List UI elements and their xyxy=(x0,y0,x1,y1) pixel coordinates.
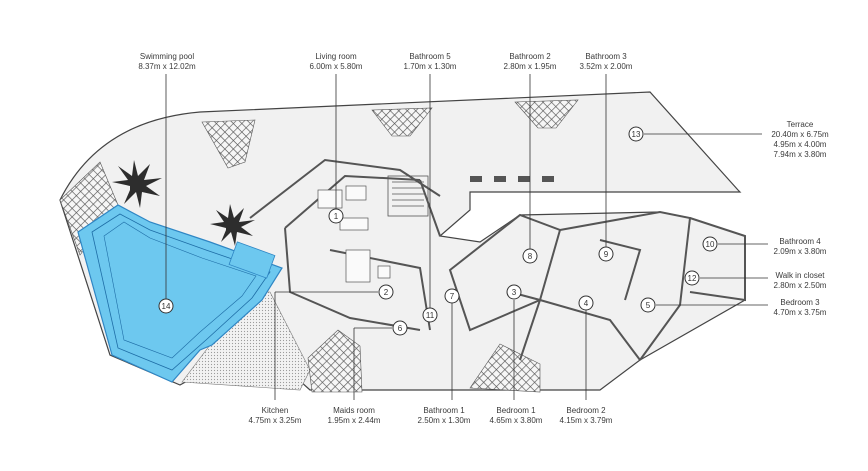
room-name: Bedroom 2 xyxy=(566,406,606,415)
room-dimensions: 8.37m x 12.02m xyxy=(138,62,196,71)
room-dimensions: 4.65m x 3.80m xyxy=(489,416,543,425)
room-dimensions: 7.94m x 3.80m xyxy=(773,150,827,159)
room-dimensions: 2.80m x 1.95m xyxy=(503,62,557,71)
label-bedroom-2: Bedroom 2 4.15m x 3.79m xyxy=(560,406,613,426)
leader-lines xyxy=(165,74,768,400)
room-name: Bathroom 4 xyxy=(779,237,821,246)
room-name: Bathroom 1 xyxy=(423,406,465,415)
svg-text:8: 8 xyxy=(528,252,533,261)
label-terrace: Terrace 20.40m x 6.75m 4.95m x 4.00m 7.9… xyxy=(771,120,828,160)
room-name: Bedroom 3 xyxy=(780,298,820,307)
room-marker-1: 1 xyxy=(328,208,344,224)
room-marker-6: 6 xyxy=(392,320,408,336)
label-bathroom-2: Bathroom 2 2.80m x 1.95m xyxy=(504,52,557,72)
label-swimming-pool: Swimming pool 8.37m x 12.02m xyxy=(138,52,195,72)
svg-text:14: 14 xyxy=(162,302,171,311)
svg-text:3: 3 xyxy=(512,288,517,297)
room-marker-14: 14 xyxy=(158,298,174,314)
room-marker-3: 3 xyxy=(506,284,522,300)
room-dimensions: 3.52m x 2.00m xyxy=(579,62,633,71)
svg-text:12: 12 xyxy=(688,274,697,283)
room-marker-7: 7 xyxy=(444,288,460,304)
label-kitchen: Kitchen 4.75m x 3.25m xyxy=(249,406,302,426)
room-dimensions: 2.09m x 3.80m xyxy=(773,247,827,256)
label-bathroom-5: Bathroom 5 1.70m x 1.30m xyxy=(404,52,457,72)
room-name: Terrace xyxy=(786,120,814,129)
room-name: Living room xyxy=(315,52,357,61)
room-dimensions: 2.80m x 2.50m xyxy=(773,281,827,290)
room-dimensions: 6.00m x 5.80m xyxy=(309,62,363,71)
room-marker-8: 8 xyxy=(522,248,538,264)
room-dimensions: 1.95m x 2.44m xyxy=(327,416,381,425)
room-dimensions: 4.70m x 3.75m xyxy=(773,308,827,317)
label-bedroom-3: Bedroom 3 4.70m x 3.75m xyxy=(774,298,827,318)
room-name: Bedroom 1 xyxy=(496,406,536,415)
room-dimensions: 4.15m x 3.79m xyxy=(559,416,613,425)
staircase xyxy=(387,175,429,217)
room-name: Maids room xyxy=(333,406,375,415)
room-name: Bathroom 2 xyxy=(509,52,551,61)
room-marker-2: 2 xyxy=(378,284,394,300)
svg-text:13: 13 xyxy=(632,130,641,139)
svg-text:9: 9 xyxy=(604,250,609,259)
room-marker-9: 9 xyxy=(598,246,614,262)
room-marker-13: 13 xyxy=(628,126,644,142)
swimming-pool-shape xyxy=(77,204,283,383)
planters xyxy=(59,99,579,393)
room-name: Bathroom 3 xyxy=(585,52,627,61)
svg-text:2: 2 xyxy=(384,288,389,297)
svg-text:5: 5 xyxy=(646,301,651,310)
room-marker-11: 11 xyxy=(422,307,438,323)
label-bathroom-3: Bathroom 3 3.52m x 2.00m xyxy=(580,52,633,72)
room-name: Swimming pool xyxy=(139,52,195,61)
terrace-planters xyxy=(470,176,554,182)
svg-text:1: 1 xyxy=(334,212,339,221)
room-marker-12: 12 xyxy=(684,270,700,286)
room-marker-5: 5 xyxy=(640,297,656,313)
room-name: Walk in closet xyxy=(775,271,825,280)
label-living-room: Living room 6.00m x 5.80m xyxy=(310,52,363,72)
svg-text:7: 7 xyxy=(450,292,455,301)
svg-text:11: 11 xyxy=(426,311,435,320)
room-name: Bathroom 5 xyxy=(409,52,451,61)
room-marker-4: 4 xyxy=(578,295,594,311)
room-dimensions: 20.40m x 6.75m xyxy=(771,130,829,139)
room-dimensions: 1.70m x 1.30m xyxy=(403,62,457,71)
svg-text:4: 4 xyxy=(584,299,589,308)
label-bedroom-1: Bedroom 1 4.65m x 3.80m xyxy=(490,406,543,426)
svg-text:10: 10 xyxy=(706,240,715,249)
room-dimensions: 4.75m x 3.25m xyxy=(248,416,302,425)
svg-text:6: 6 xyxy=(398,324,403,333)
room-dimensions: 2.50m x 1.30m xyxy=(417,416,471,425)
label-maids-room: Maids room 1.95m x 2.44m xyxy=(328,406,381,426)
label-bathroom-4: Bathroom 4 2.09m x 3.80m xyxy=(774,237,827,257)
palm-tree-icon xyxy=(112,160,255,246)
label-walk-in-closet: Walk in closet 2.80m x 2.50m xyxy=(774,271,827,291)
room-name: Kitchen xyxy=(261,406,289,415)
label-bathroom-1: Bathroom 1 2.50m x 1.30m xyxy=(418,406,471,426)
room-dimensions: 4.95m x 4.00m xyxy=(773,140,827,149)
room-marker-10: 10 xyxy=(702,236,718,252)
